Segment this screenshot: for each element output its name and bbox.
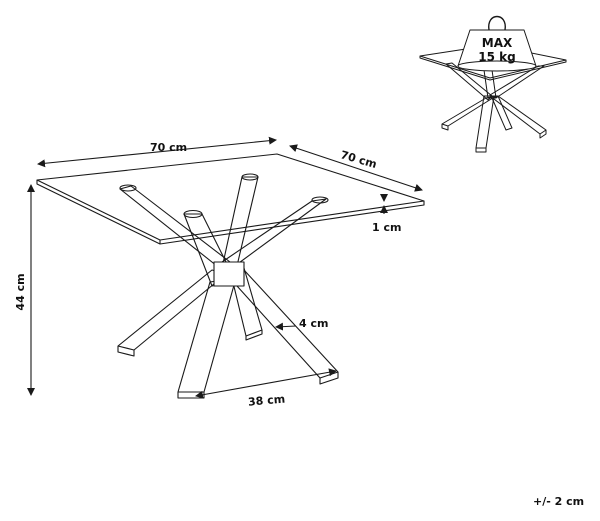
max-label: MAX bbox=[482, 36, 513, 50]
dimension-lines bbox=[27, 136, 423, 399]
width-label: 70 cm bbox=[150, 141, 187, 154]
leg-width-arrow bbox=[275, 322, 297, 331]
load-table-drawing bbox=[419, 15, 567, 153]
leg-width-label: 4 cm bbox=[299, 317, 328, 330]
depth-dimension-line bbox=[289, 144, 423, 192]
depth-label: 70 cm bbox=[339, 148, 378, 171]
tolerance-label: +/- 2 cm bbox=[533, 495, 584, 508]
weight-icon bbox=[457, 15, 537, 72]
glass-thickness-label: 1 cm bbox=[372, 221, 401, 234]
leg-spread-dimension-line bbox=[195, 368, 337, 399]
main-table-drawing bbox=[36, 153, 425, 399]
width-dimension-line bbox=[37, 136, 277, 168]
small-legs bbox=[441, 62, 547, 153]
leg-hub bbox=[213, 261, 245, 287]
leg-lower-front bbox=[177, 277, 237, 399]
leg-spread-label: 38 cm bbox=[248, 393, 286, 409]
weight-value-label: 15 kg bbox=[478, 50, 515, 64]
height-label: 44 cm bbox=[14, 273, 27, 310]
